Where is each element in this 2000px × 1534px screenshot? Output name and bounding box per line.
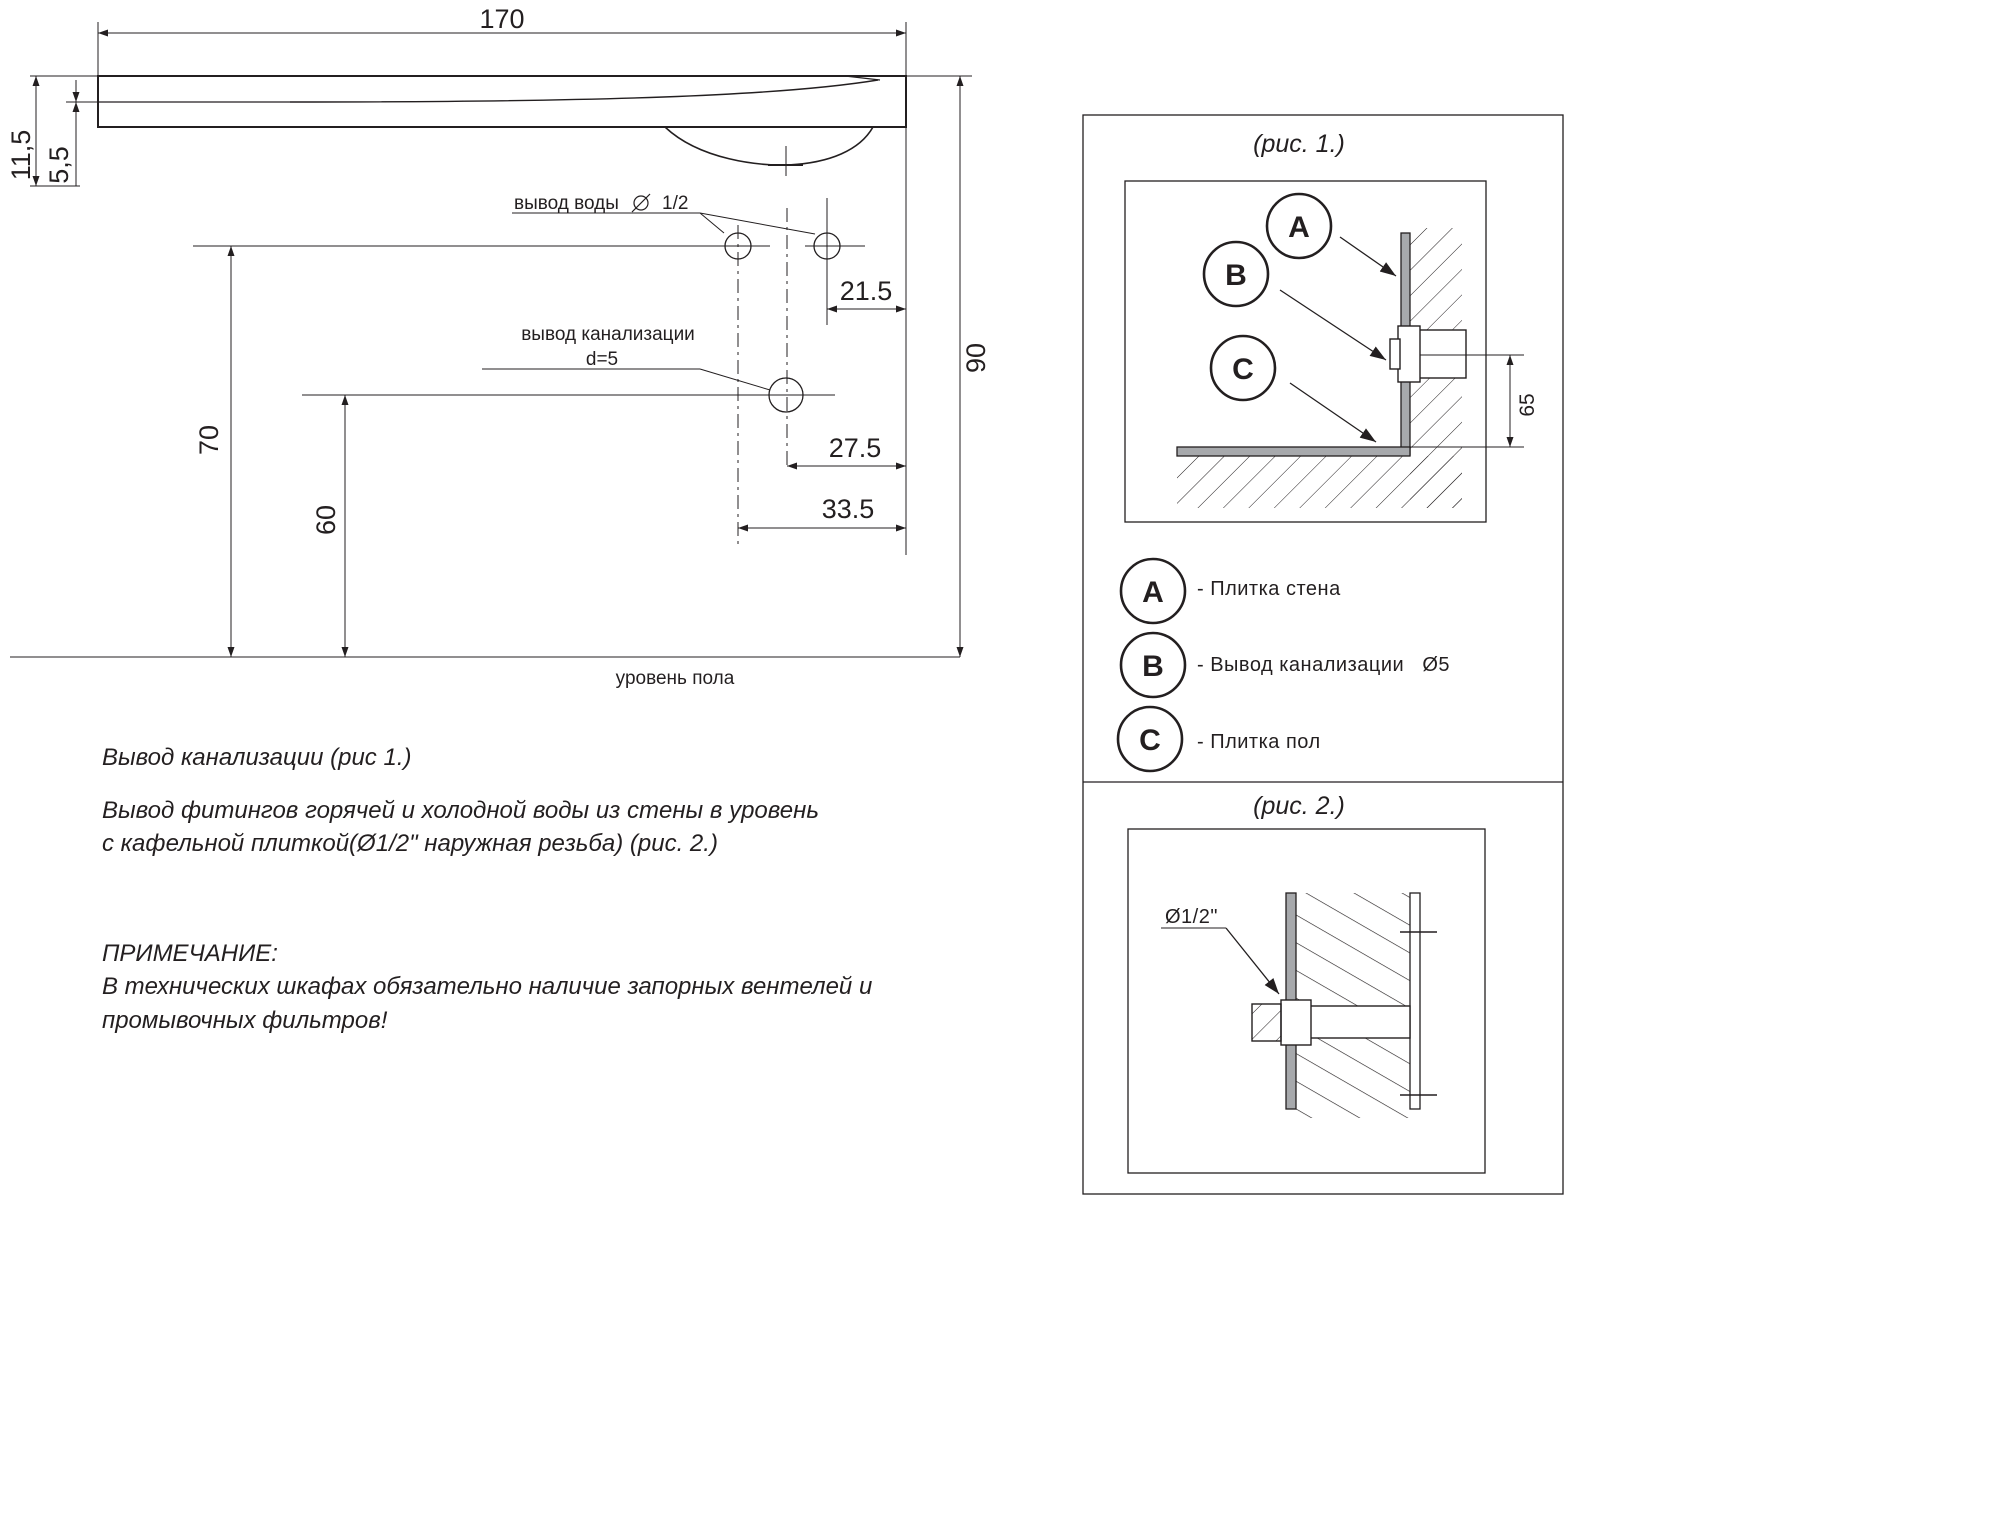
legend-a-letter: A (1142, 576, 1164, 609)
dim-height-total-label: 90 (961, 343, 991, 373)
fig2-frame (1127, 828, 1486, 1174)
dim-water-offset-label: 21.5 (840, 276, 893, 306)
legend-item-a (1119, 557, 1187, 625)
dim-width-label: 170 (479, 4, 524, 34)
note-remark-line1: В технических шкафах обязательно наличие… (102, 973, 873, 1000)
drain-label-2: d=5 (586, 349, 618, 370)
dim-water-height-label: 70 (194, 425, 224, 455)
note-drain-ref: Вывод канализации (рис 1.) (102, 744, 412, 771)
legend-b-letter: B (1142, 650, 1164, 683)
legend-item-b (1119, 631, 1187, 699)
fig1-caption: (рис. 1.) (1253, 130, 1345, 158)
dim-height-total (906, 75, 972, 657)
fig1-marker-c (1209, 334, 1377, 443)
fig1-marker-a (1265, 192, 1397, 277)
detail-panel (1082, 114, 1564, 1195)
legend-b-text: - Вывод канализации Ø5 (1197, 654, 1450, 676)
dim-width (97, 22, 907, 76)
fig2-section (1161, 892, 1437, 1118)
bowl-underside (664, 126, 874, 166)
water-outlets (193, 198, 865, 548)
note-fittings-line2: с кафельной плиткой(Ø1/2" наружная резьб… (102, 830, 718, 857)
bowl-profile (289, 79, 879, 103)
dim-lip (30, 75, 98, 187)
floor-label: уровень пола (616, 668, 735, 689)
dim-slab-label: 5,5 (44, 146, 74, 184)
water-outlet-size: 1/2 (662, 193, 688, 214)
fig2-caption: (рис. 2.) (1253, 792, 1345, 820)
fig1-frame (1124, 180, 1487, 523)
legend-c-text: - Плитка пол (1197, 731, 1321, 753)
fig1-marker-c-letter: C (1232, 353, 1254, 386)
technical-drawing: 170 11,5 5,5 90 уровень пола вывод воды … (6, 4, 1564, 1195)
drain-label-1: вывод канализации (521, 324, 695, 345)
diameter-icon (631, 193, 651, 213)
dim-drain-offset-label: 27.5 (829, 433, 882, 463)
legend-item-c (1116, 705, 1184, 773)
sink-elevation (97, 75, 907, 176)
note-remark-title: ПРИМЕЧАНИЕ: (102, 940, 278, 967)
fig1-dim-65: 65 (1516, 393, 1539, 416)
fig1-marker-b (1202, 240, 1387, 361)
dim-drain-height-label: 60 (311, 505, 341, 535)
dim-water-offset-2-label: 33.5 (822, 494, 875, 524)
fig1-marker-a-letter: A (1288, 211, 1310, 244)
note-remark-line2: промывочных фильтров! (102, 1007, 388, 1034)
note-fittings-line1: Вывод фитингов горячей и холодной воды и… (102, 797, 819, 824)
dim-offsets (738, 127, 907, 555)
fig1-marker-b-letter: B (1225, 259, 1247, 292)
dim-lip-label: 11,5 (6, 130, 36, 181)
water-outlet-label: вывод воды (514, 193, 619, 214)
fig2-thread-label: Ø1/2" (1165, 906, 1218, 928)
fig1-section (1176, 228, 1524, 508)
legend-c-letter: C (1139, 724, 1161, 757)
drain-outlet (302, 368, 835, 413)
legend-a-text: - Плитка стена (1197, 578, 1341, 600)
